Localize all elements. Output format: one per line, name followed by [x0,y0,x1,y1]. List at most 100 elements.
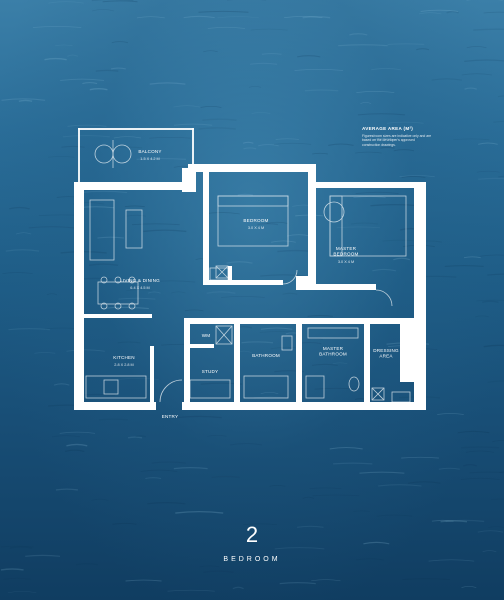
ripple [258,143,279,147]
ripple [273,142,312,145]
ripple [55,488,79,491]
ripple [386,121,424,124]
ripple [229,443,263,446]
ripple [132,223,180,226]
ripple [237,193,253,196]
ripple [44,57,67,61]
bedroom-label: BEDROOM [243,218,268,223]
wm-label: WM [202,333,211,338]
ripple [183,15,215,19]
ripple [329,446,363,450]
ripple [32,25,82,28]
ripple [135,435,146,438]
ripple [284,15,323,19]
ripple [9,546,33,549]
ripple [333,462,373,465]
ripple [463,464,477,467]
ripple [402,578,450,581]
ripple [312,494,360,497]
ripple [269,485,286,487]
ripple [113,136,142,139]
ripple [336,226,381,229]
ripple [136,16,165,19]
ripple [478,177,504,180]
balcony-dims: 1.5 X 4.2 M [140,157,159,161]
ripple [371,67,401,71]
ripple [372,268,397,272]
ripple [48,1,84,4]
area-note-disclaimer: Figures/room sizes are indicative only a… [362,134,432,147]
ripple [314,387,359,390]
ripple [302,16,331,19]
ripple [431,519,454,522]
ripple [418,12,442,15]
ripple [206,291,236,294]
ripple [445,519,485,523]
ripple [136,157,187,160]
ripple [493,120,504,123]
balcony-label: BALCONY [138,149,161,154]
living-dining-dims: 6.4 X 4.5 M [130,286,149,290]
ripple [25,554,61,557]
ripple [232,586,244,590]
ripple [99,418,128,421]
ripple [65,449,85,452]
area-note-title: AVERAGE AREA (M²) [362,126,414,131]
ripple [328,143,354,146]
room-labels: BALCONY 1.5 X 4.2 M BEDROOM 3.0 X 4 M MA… [113,149,399,419]
ripple [184,309,204,312]
ripple [250,62,278,65]
ripple [173,466,208,470]
ripple [355,191,399,195]
ripple [91,0,134,2]
ripple [34,352,56,354]
ripple [97,236,125,239]
ripple [251,112,271,114]
ripple [198,127,236,130]
ripple [167,589,215,592]
ripple [176,415,222,419]
ripple [147,291,161,294]
ripple [499,471,504,473]
walls [74,128,426,410]
fixtures [85,140,413,403]
ripple [8,328,50,331]
ripple [338,44,388,47]
ripple [428,559,475,562]
ripple [483,344,504,348]
ripple [3,577,31,580]
ripple [211,475,240,479]
ripple [203,570,234,573]
ripple [387,43,425,46]
ripple [416,48,430,51]
ripple [89,88,108,91]
ripple [126,289,153,292]
ripple [203,50,218,53]
ripple [200,105,222,108]
ripple [243,147,257,150]
ripple [59,431,96,434]
ripple [491,498,504,501]
ripple [307,338,323,340]
ripple [143,229,187,233]
ripple [297,55,321,58]
kitchen-label: KITCHEN [113,355,135,360]
ripple [1,98,46,101]
ripple [147,502,186,505]
ripple [311,579,341,582]
ripple [111,41,129,44]
ripple [140,469,178,472]
ripple [363,541,390,545]
ripple [124,205,145,208]
ripple [149,82,186,85]
ripple [307,315,333,317]
ripple [110,67,126,70]
ripple [487,380,504,383]
ripple [302,496,315,499]
ripple [260,327,293,330]
ripple [260,274,307,277]
ripple [66,443,88,447]
